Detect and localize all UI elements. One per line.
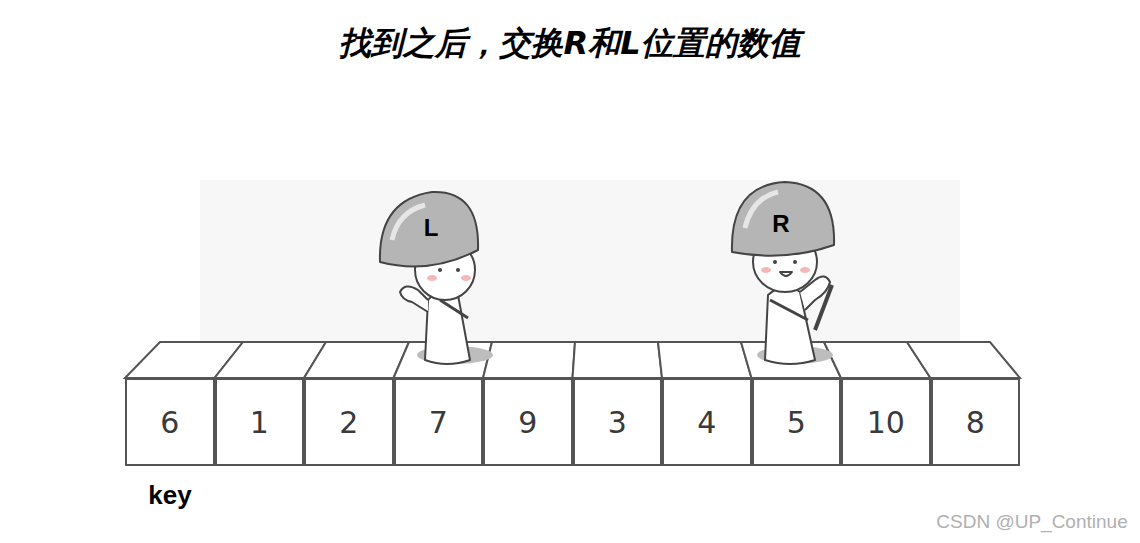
watermark: CSDN @UP_Continue <box>936 511 1127 533</box>
array-cell: 10 <box>841 378 931 466</box>
box-tops <box>125 342 1020 378</box>
array-cell: 6 <box>125 378 215 466</box>
cell-value: 1 <box>250 405 269 440</box>
box-top-face <box>907 342 1020 378</box>
array-cell: 9 <box>483 378 573 466</box>
cell-value: 4 <box>697 405 716 440</box>
cell-value: 8 <box>966 405 985 440</box>
box-top-face <box>573 342 663 378</box>
faint-background <box>200 180 960 380</box>
cell-value: 10 <box>867 405 905 440</box>
box-top-face <box>483 342 575 378</box>
cell-value: 2 <box>339 405 358 440</box>
array-cell: 8 <box>931 378 1021 466</box>
box-top-face <box>658 342 752 378</box>
l-character <box>380 192 493 364</box>
cell-value: 7 <box>429 405 448 440</box>
array-cell: 3 <box>573 378 663 466</box>
cell-value: 6 <box>160 405 179 440</box>
key-label: key <box>148 480 191 511</box>
r-character <box>732 182 834 364</box>
array-cell: 1 <box>215 378 305 466</box>
title: 找到之后，交换R和L位置的数值 <box>0 22 1140 66</box>
cell-value: 9 <box>518 405 537 440</box>
cell-value: 3 <box>608 405 627 440</box>
cell-value: 5 <box>787 405 806 440</box>
array-cell: 5 <box>752 378 842 466</box>
helmet-letter: R <box>772 210 789 238</box>
array-cell: 4 <box>662 378 752 466</box>
array-cell: 7 <box>394 378 484 466</box>
array-cell: 2 <box>304 378 394 466</box>
box-top-face <box>304 342 409 378</box>
helmet-letter: L <box>424 214 439 242</box>
